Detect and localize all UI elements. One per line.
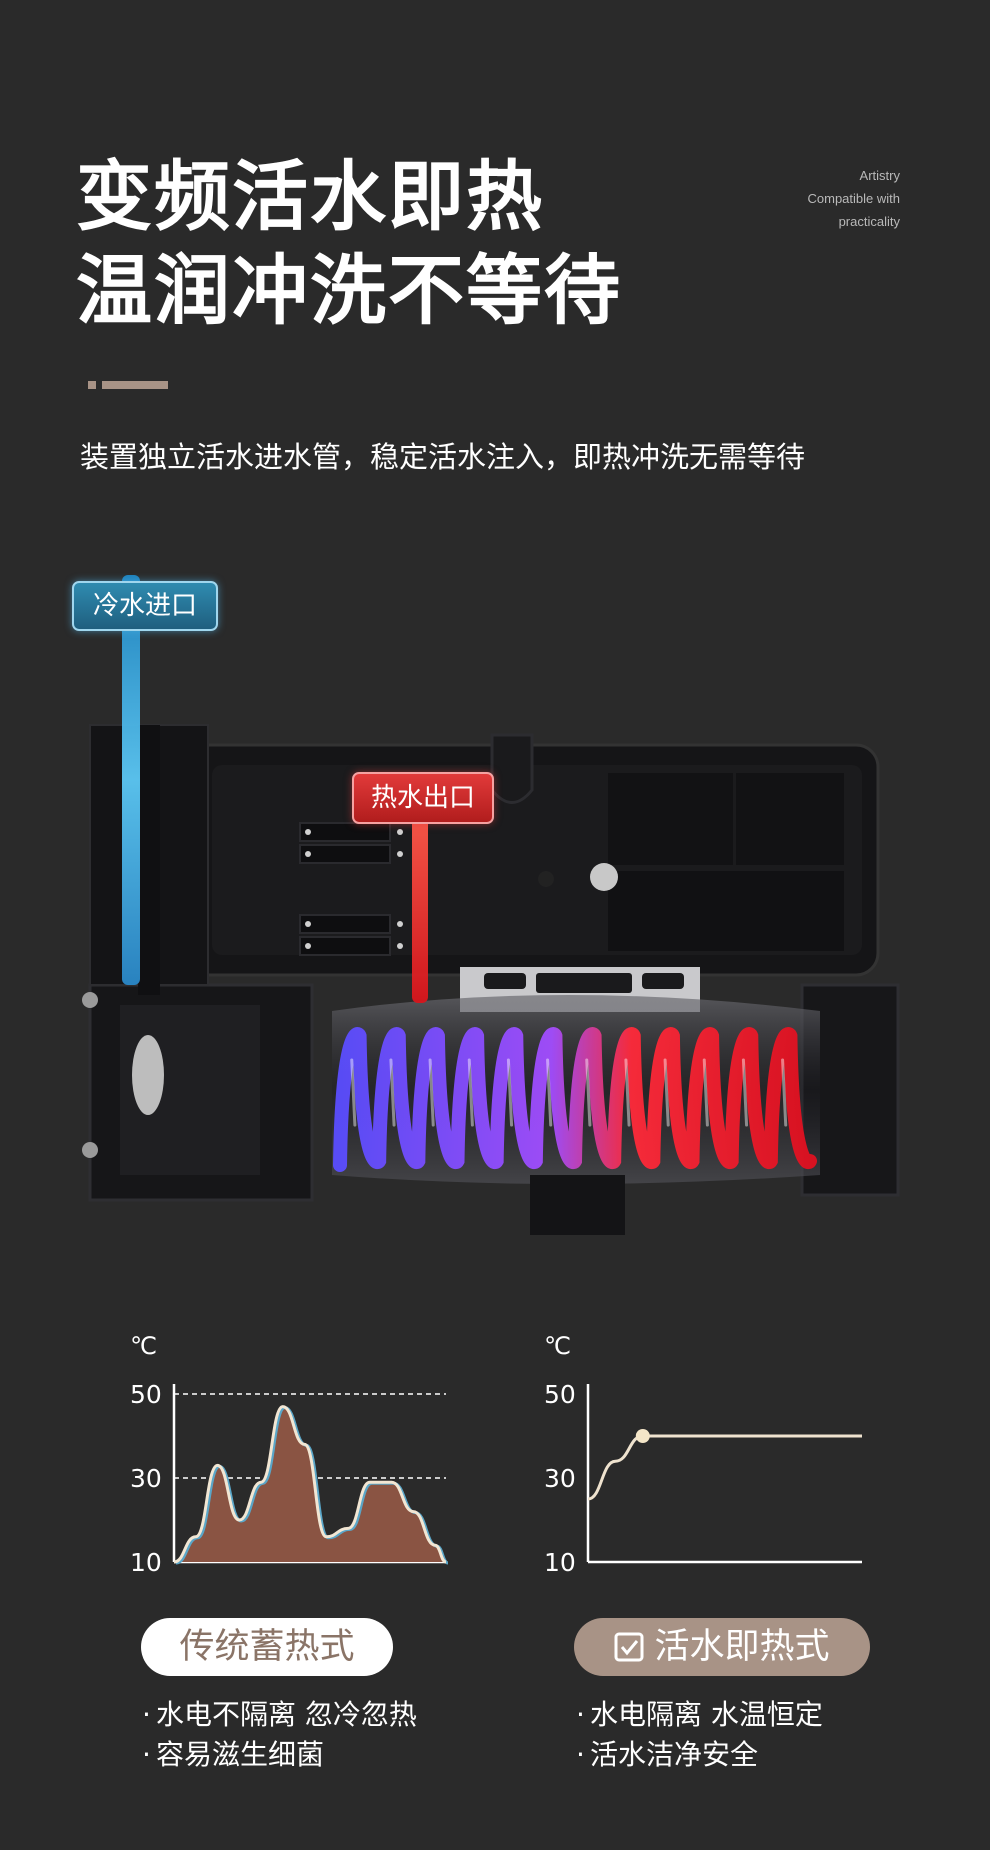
y-tick-label: 10 bbox=[544, 1548, 576, 1577]
y-tick-label: 50 bbox=[544, 1380, 576, 1409]
traditional-label-badge: 传统蓄热式 bbox=[141, 1618, 393, 1676]
list-item: ·活水洁净安全 bbox=[576, 1738, 759, 1771]
y-tick-label: 10 bbox=[130, 1548, 162, 1577]
hot-water-outlet-label: 热水出口 bbox=[352, 772, 494, 824]
instant-label: 活水即热式 bbox=[654, 1627, 830, 1667]
list-item: ·容易滋生细菌 bbox=[142, 1738, 325, 1771]
accent-dot bbox=[88, 381, 96, 389]
series-line bbox=[173, 1405, 447, 1564]
tagline: Artistry Compatible with practicality bbox=[808, 164, 901, 233]
instant-label-badge: 活水即热式 bbox=[574, 1618, 870, 1676]
instant-chart-svg: ℃ 50 30 10 bbox=[544, 1332, 862, 1577]
traditional-temperature-chart: ℃ 50 30 10 bbox=[118, 1320, 458, 1580]
tagline-line-1: Artistry bbox=[859, 168, 900, 183]
headline: 变频活水即热 温润冲洗不等待 bbox=[76, 150, 622, 338]
tagline-line-3: practicality bbox=[838, 214, 900, 229]
series-line bbox=[587, 1434, 862, 1501]
list-item: ·水电隔离 水温恒定 bbox=[576, 1698, 823, 1731]
headline-line-1: 变频活水即热 bbox=[76, 152, 544, 241]
tagline-line-2: Compatible with bbox=[807, 191, 901, 206]
subheading: 装置独立活水进水管，稳定活水注入，即热冲洗无需等待 bbox=[80, 440, 806, 474]
instant-points: ·水电隔离 水温恒定 ·活水洁净安全 bbox=[576, 1695, 823, 1775]
y-tick-label: 50 bbox=[130, 1380, 162, 1409]
axis-unit-label: ℃ bbox=[544, 1332, 571, 1360]
headline-line-2: 温润冲洗不等待 bbox=[76, 246, 622, 335]
cold-water-inlet-label: 冷水进口 bbox=[72, 581, 218, 631]
heater-illustration bbox=[82, 575, 900, 1235]
area-fill bbox=[174, 1406, 446, 1562]
y-tick-label: 30 bbox=[130, 1464, 162, 1493]
checkbox-icon bbox=[614, 1632, 644, 1662]
axis-unit-label: ℃ bbox=[130, 1332, 157, 1360]
traditional-label: 传统蓄热式 bbox=[179, 1627, 355, 1667]
y-tick-label: 30 bbox=[544, 1464, 576, 1493]
traditional-chart-svg: ℃ 50 30 10 bbox=[130, 1332, 449, 1577]
instant-temperature-chart: ℃ 50 30 10 bbox=[532, 1320, 892, 1580]
accent-divider bbox=[102, 381, 168, 389]
traditional-points: ·水电不隔离 忽冷忽热 ·容易滋生细菌 bbox=[142, 1695, 417, 1775]
data-point-marker bbox=[635, 1429, 650, 1443]
list-item: ·水电不隔离 忽冷忽热 bbox=[142, 1698, 417, 1731]
